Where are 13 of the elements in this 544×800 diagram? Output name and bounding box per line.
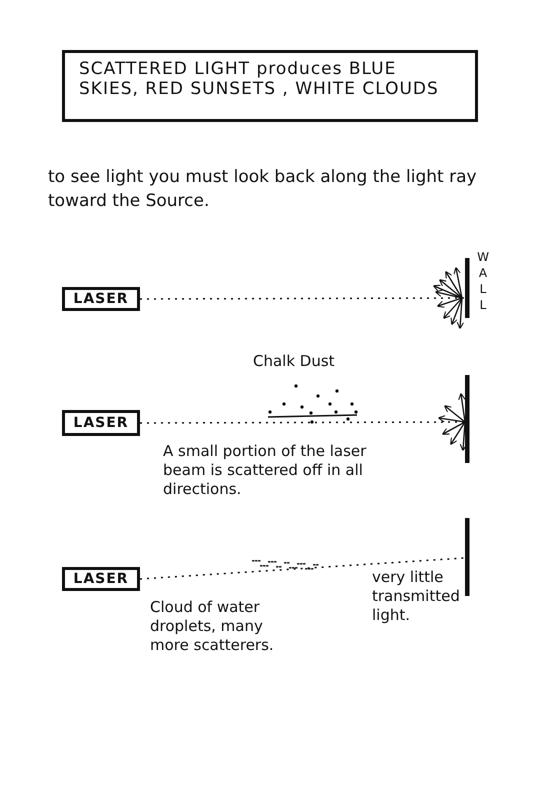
laser-box: LASER — [62, 567, 140, 591]
title-box: SCATTERED LIGHT produces BLUE SKIES, RED SUNSETS , WHITE CLOUDS — [62, 50, 478, 122]
handwritten-note: Cloud of water droplets, many more scatterers. — [150, 598, 275, 655]
handwritten-note: very little transmitted light. — [372, 568, 461, 625]
laser-beam — [140, 421, 464, 424]
laser-box: LASER — [62, 287, 140, 311]
handwritten-note: Chalk Dust — [253, 352, 336, 371]
laser-box: LASER — [62, 410, 140, 436]
laser-beam — [140, 557, 464, 580]
laser-beam — [140, 297, 464, 300]
handwritten-note: to see light you must look back along the light ray toward the Source. — [48, 166, 478, 213]
handwritten-note: A small portion of the laser beam is scattered off in all directions. — [163, 442, 368, 499]
wall-label: WALL — [476, 250, 490, 314]
